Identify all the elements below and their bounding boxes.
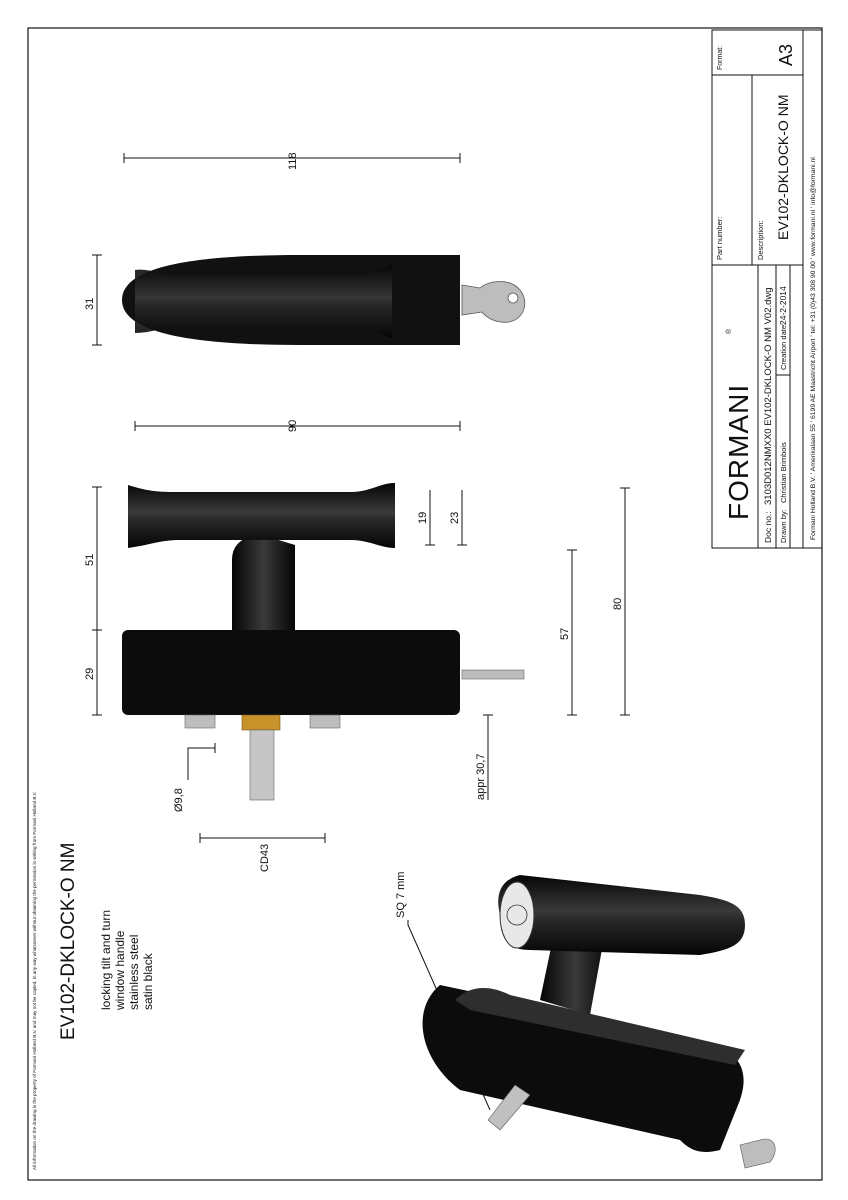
creation-date-value: 24-2-2014: [778, 286, 788, 325]
dimension-19: 19: [417, 512, 429, 524]
drawing-title: EV102-DKLOCK-O NM: [58, 843, 79, 1040]
dimension-diameter: Ø9,8: [173, 788, 185, 812]
drawn-by-label: Drawn by:: [779, 509, 788, 543]
creation-date-label: Creation date:: [779, 323, 788, 370]
dimension-appr: appr 30,7: [475, 754, 487, 800]
rosette-emblem: [499, 881, 535, 949]
part-number-label: Part number:: [715, 217, 724, 260]
dimension-31: 31: [84, 298, 96, 310]
description-label: Description:: [756, 220, 765, 260]
format-value: A3: [776, 44, 796, 66]
base-plate: [122, 630, 460, 715]
key-icon: [461, 281, 526, 323]
disclaimer-text: All information on the drawing is the pr…: [32, 791, 37, 1170]
side-view: [122, 483, 525, 801]
dimension-sq: SQ 7 mm: [395, 872, 407, 918]
doc-no-label: Doc no.:: [763, 511, 773, 543]
description-value: EV102-DKLOCK-O NM: [775, 95, 791, 240]
drawn-by-value: Christian Brimbois: [779, 442, 788, 503]
description-line: satin black: [141, 952, 155, 1010]
dimension-80: 80: [612, 598, 624, 610]
dimension-cd43: CD43: [259, 844, 271, 872]
isometric-view: [422, 875, 776, 1169]
format-label: Format:: [717, 46, 724, 70]
handle-grip: [128, 483, 395, 548]
description-line: stainless steel: [127, 935, 141, 1010]
description-list: locking tilt and turn window handle stai…: [99, 910, 155, 1011]
doc-no-value: 3103D012NMXX0 EV102-DKLOCK-O NM V02.dwg: [763, 287, 774, 505]
registered-mark: ®: [725, 328, 733, 334]
dimension-90: 90: [287, 420, 299, 432]
description-line: locking tilt and turn: [99, 910, 113, 1010]
company-footer: Formani Holland B.V. ' Amerikalaan 55 ' …: [810, 157, 817, 540]
dimensions: 118 31 90 51 29 19 23 57 80 Ø9,8 appr 30…: [84, 152, 630, 1111]
drawing-border: [27, 27, 823, 1181]
iso-grip: [498, 875, 745, 955]
dimension-57: 57: [559, 628, 571, 640]
formani-logo: FORMANI: [723, 384, 754, 520]
dimension-23: 23: [449, 512, 461, 524]
description-line: window handle: [113, 930, 127, 1011]
top-view: [122, 255, 526, 345]
dimension-51: 51: [84, 554, 96, 566]
title-block: FORMANI ® Doc no.: 3103D012NMXX0 EV102-D…: [711, 29, 823, 549]
dimension-118: 118: [287, 152, 299, 170]
dimension-29: 29: [84, 668, 96, 680]
